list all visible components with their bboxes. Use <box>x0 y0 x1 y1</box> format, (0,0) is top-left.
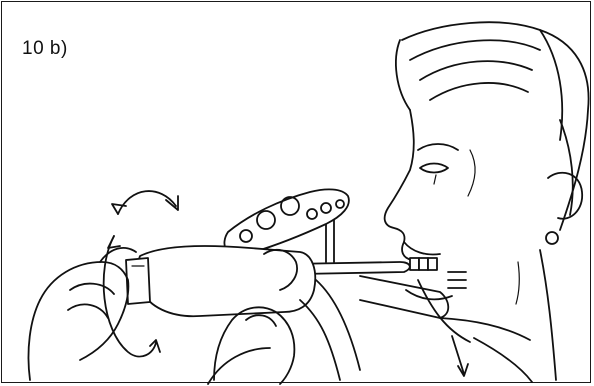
left-wrist <box>28 300 40 380</box>
tooth-2 <box>419 258 428 270</box>
eye <box>420 164 448 173</box>
vertical-loop-arrow-top <box>108 236 120 248</box>
collar-line <box>440 318 530 340</box>
tooth-1 <box>410 258 419 270</box>
hair-strand-6 <box>560 120 573 215</box>
right-hand <box>214 307 294 384</box>
hair-strand-3 <box>430 83 528 100</box>
tooth-3 <box>428 258 437 270</box>
hair-strand-2 <box>420 61 532 80</box>
adjustment-knob <box>126 258 150 304</box>
device-plate <box>224 189 348 256</box>
left-hand-finger-1 <box>70 284 114 294</box>
device-handle <box>138 246 315 316</box>
chin-arrow <box>452 336 464 374</box>
eyelash <box>434 175 436 184</box>
left-hand-finger-2 <box>68 304 108 318</box>
device-connector-2 <box>316 280 360 370</box>
hair-strand-4 <box>396 40 410 110</box>
right-hand-finger-2 <box>246 315 276 326</box>
face-profile <box>385 110 414 260</box>
shirt-line <box>474 338 532 382</box>
neck-line-2 <box>516 262 519 304</box>
eyebrow <box>418 144 458 150</box>
left-hand <box>40 262 128 360</box>
measuring-device <box>126 189 448 380</box>
cheek-line <box>468 150 475 196</box>
device-connector <box>300 300 340 380</box>
upper-lip <box>404 242 440 255</box>
earring <box>546 232 558 244</box>
hair-outline <box>402 22 589 230</box>
arc-arrow-top <box>118 191 176 214</box>
hair-strand-1 <box>410 40 540 60</box>
patient-head <box>385 22 589 380</box>
clothing <box>440 318 532 382</box>
ear <box>548 173 582 219</box>
hair-strand-5 <box>540 30 562 140</box>
neck-line <box>540 250 556 380</box>
